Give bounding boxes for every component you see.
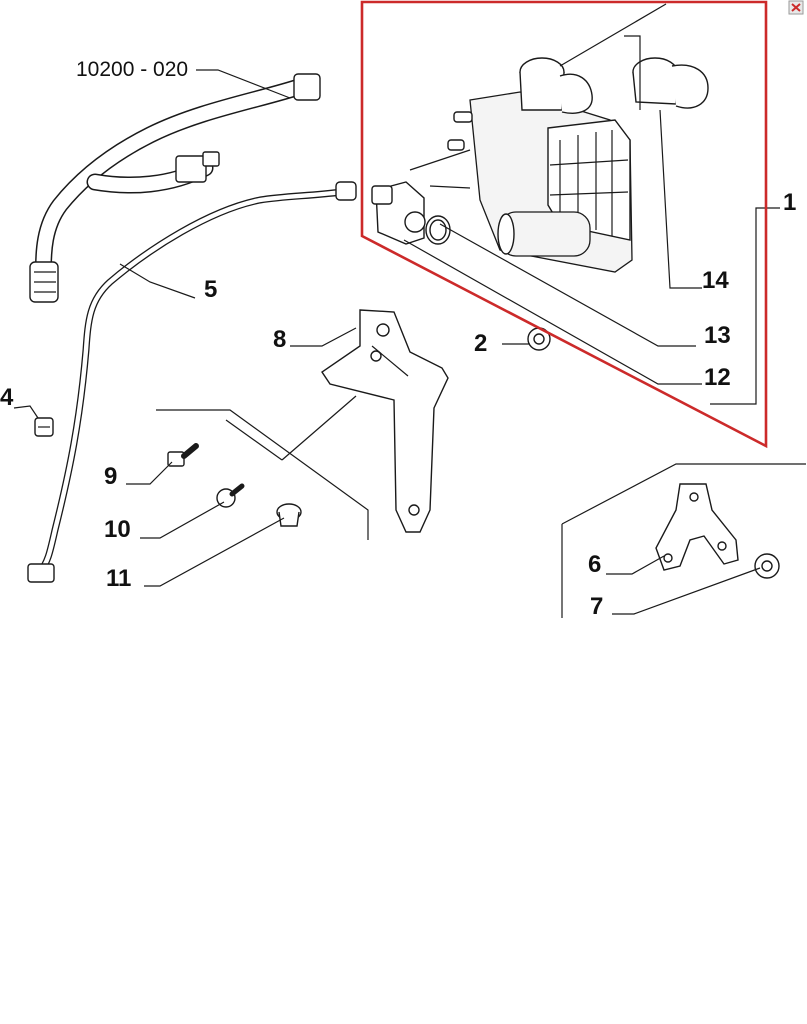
callout-9: 9 [104, 463, 117, 490]
screw-part [216, 483, 245, 508]
nut-small-part [754, 553, 780, 579]
callout-2: 2 [474, 330, 487, 357]
bracket-small-part [655, 483, 739, 571]
canister-assembly-part [447, 57, 633, 273]
grommet-part [276, 503, 302, 527]
highlight-frame [360, 0, 768, 449]
valve-part [371, 181, 426, 245]
callout-10: 10 [104, 516, 131, 543]
bracket-large-part [321, 309, 449, 533]
callout-11: 11 [106, 565, 131, 592]
bolt-part [167, 443, 199, 467]
callout-13: 13 [704, 322, 731, 349]
callout-10200-020: 10200 - 020 [76, 58, 188, 81]
nut-part [527, 327, 551, 351]
leader-lines [13, 3, 806, 618]
filler-hose-part [29, 73, 321, 303]
hose-connector-part [632, 57, 709, 109]
callout-14: 14 [702, 267, 729, 294]
callout-12: 12 [704, 364, 731, 391]
callout-1: 1 [783, 189, 796, 216]
callout-8: 8 [273, 326, 286, 353]
callout-7: 7 [590, 593, 603, 620]
callout-6: 6 [588, 551, 601, 578]
vent-tube-part [27, 181, 357, 583]
seal-ring-part [425, 215, 451, 245]
close-icon[interactable] [788, 0, 804, 15]
callout-4: 4 [0, 384, 14, 411]
clip-part [34, 417, 54, 437]
callout-5: 5 [204, 276, 217, 303]
